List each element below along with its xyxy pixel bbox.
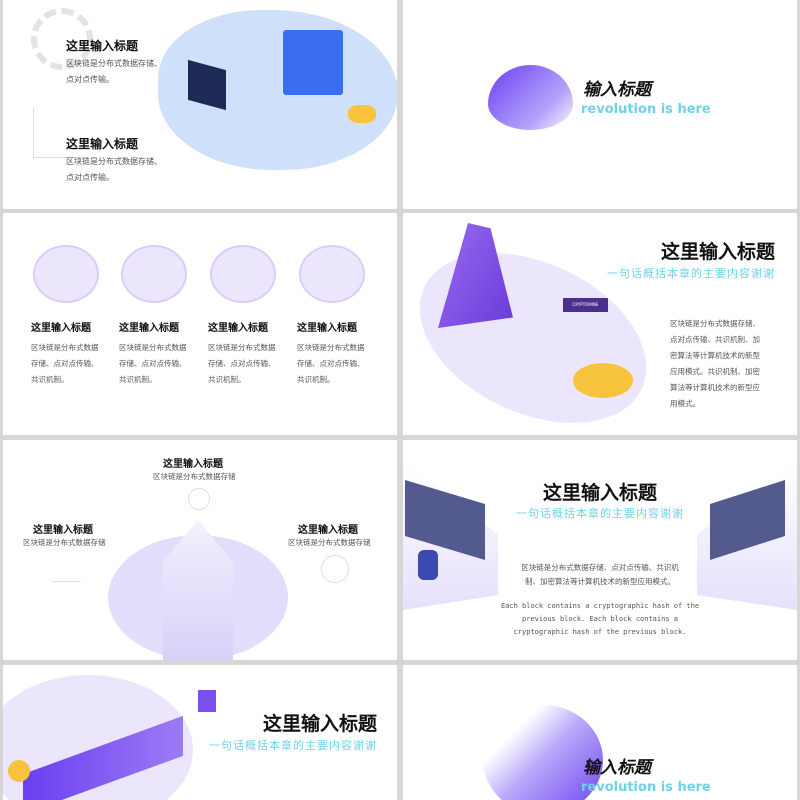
slide-title: 输入标题 xyxy=(583,758,651,778)
sign-text: CRYPTOMINE xyxy=(572,302,599,307)
gold-coins-illustration xyxy=(573,363,633,398)
candlestick-chart-icon xyxy=(33,108,88,158)
slide-subtitle: 一句话概括本章的主要内容谢谢 xyxy=(607,267,775,280)
item-body: 区块链是分布式数据存储、点对点传输、共识机制。 xyxy=(297,343,365,384)
slide-title: 这里输入标题 xyxy=(262,713,377,735)
globe-icon xyxy=(321,555,349,583)
body-line: 制、加密算法等计算机技术的新型应用模式。 xyxy=(525,577,675,586)
slide-body: 区块链是分布式数据存储、点对点传输、共识机制、加密算法等计算机技术的新型应用模式… xyxy=(670,316,760,412)
body-line: 密算法等计算机技术的新型 xyxy=(670,351,760,360)
slide-title: 输入标题 xyxy=(583,80,651,100)
body-line: 用模式。 xyxy=(670,399,700,408)
slide-1[interactable]: 这里输入标题 区块链是分布式数据存储、点对点传输。 这里输入标题 区块链是分布式… xyxy=(3,0,397,209)
item-body: 区块链是分布式数据存储、点对点传输、共识机制。 xyxy=(31,343,99,384)
bitcoin-coin-icon xyxy=(8,760,30,782)
right-title: 这里输入标题 xyxy=(298,525,358,536)
item-title: 这里输入标题 xyxy=(119,323,179,334)
body-line: 应用模式。共识机制、加密 xyxy=(670,367,760,376)
gradient-semicircle xyxy=(483,705,603,800)
slide-4[interactable]: CRYPTOMINE 这里输入标题 一句话概括本章的主要内容谢谢 区块链是分布式… xyxy=(403,213,797,435)
body-line: 算法等计算机技术的新型应 xyxy=(670,383,760,392)
body-line: 区块链是分布式数据存储、点对点传输、共识机 xyxy=(521,563,679,572)
chain-lock-icon xyxy=(210,245,276,303)
gear-bitcoin-icon xyxy=(31,8,93,70)
chair-illustration xyxy=(418,550,438,580)
cube-illustration xyxy=(198,690,216,712)
slide-subtitle: 一句话概括本章的主要内容谢谢 xyxy=(516,507,684,520)
item-body: 区块链是分布式数据存储、点对点传输。 xyxy=(66,157,162,182)
top-body: 区块链是分布式数据存储 xyxy=(153,472,236,481)
item-title: 这里输入标题 xyxy=(66,39,139,53)
slide-body: 区块链是分布式数据存储、点对点传输、共识机制、加密算法等计算机技术的新型应用模式… xyxy=(403,561,797,589)
item-title: 这里输入标题 xyxy=(31,323,91,334)
signpost-illustration: CRYPTOMINE xyxy=(563,298,608,312)
slide-subtitle: 一句话概括本章的主要内容谢谢 xyxy=(209,739,377,752)
slide-title: 这里输入标题 xyxy=(660,241,775,263)
top-title: 这里输入标题 xyxy=(163,459,223,470)
slide-3[interactable]: 这里输入标题区块链是分布式数据存储、点对点传输、共识机制。 这里输入标题区块链是分… xyxy=(3,213,397,435)
bar-chart-icon xyxy=(53,560,81,582)
mining-machine-icon xyxy=(299,245,365,303)
slide-title: 这里输入标题 xyxy=(542,482,657,504)
slide-5[interactable]: 这里输入标题 区块链是分布式数据存储 这里输入标题 区块链是分布式数据存储 这里… xyxy=(3,440,397,660)
item-body: 区块链是分布式数据存储、点对点传输、共识机制。 xyxy=(208,343,276,384)
slide-8[interactable]: 输入标题 revolution is here xyxy=(403,665,797,800)
english-line: previous block. Each block contains a xyxy=(522,615,678,623)
wallet-icon xyxy=(33,245,99,303)
item-title: 这里输入标题 xyxy=(208,323,268,334)
slide-7[interactable]: 这里输入标题 一句话概括本章的主要内容谢谢 xyxy=(3,665,397,800)
right-body: 区块链是分布式数据存储 xyxy=(288,538,371,547)
slide-6[interactable]: 这里输入标题 一句话概括本章的主要内容谢谢 区块链是分布式数据存储、点对点传输、… xyxy=(403,440,797,660)
english-line: Each block contains a cryptographic hash… xyxy=(500,602,700,610)
english-body: Each block contains a cryptographic hash… xyxy=(403,600,797,639)
body-line: 点对点传输、共识机制、加 xyxy=(670,335,760,344)
english-line: cryptographic hash of the previous block… xyxy=(513,628,687,636)
left-body: 区块链是分布式数据存储 xyxy=(23,538,106,547)
slide-subtitle: revolution is here xyxy=(581,102,711,117)
gradient-semicircle xyxy=(488,65,573,130)
cloud-key-icon xyxy=(121,245,187,303)
left-title: 这里输入标题 xyxy=(33,525,93,536)
coins-illustration xyxy=(348,105,376,123)
blockchain-server-illustration xyxy=(283,30,343,95)
slide-2[interactable]: 输入标题 revolution is here xyxy=(403,0,797,209)
bitcoin-icon xyxy=(188,488,210,510)
item-title: 这里输入标题 xyxy=(66,137,139,151)
item-body: 区块链是分布式数据存储、点对点传输、共识机制。 xyxy=(119,343,187,384)
slide-subtitle: revolution is here xyxy=(581,780,711,795)
item-body: 区块链是分布式数据存储、点对点传输。 xyxy=(66,59,162,84)
body-line: 区块链是分布式数据存储、 xyxy=(670,319,760,328)
item-title: 这里输入标题 xyxy=(297,323,357,334)
